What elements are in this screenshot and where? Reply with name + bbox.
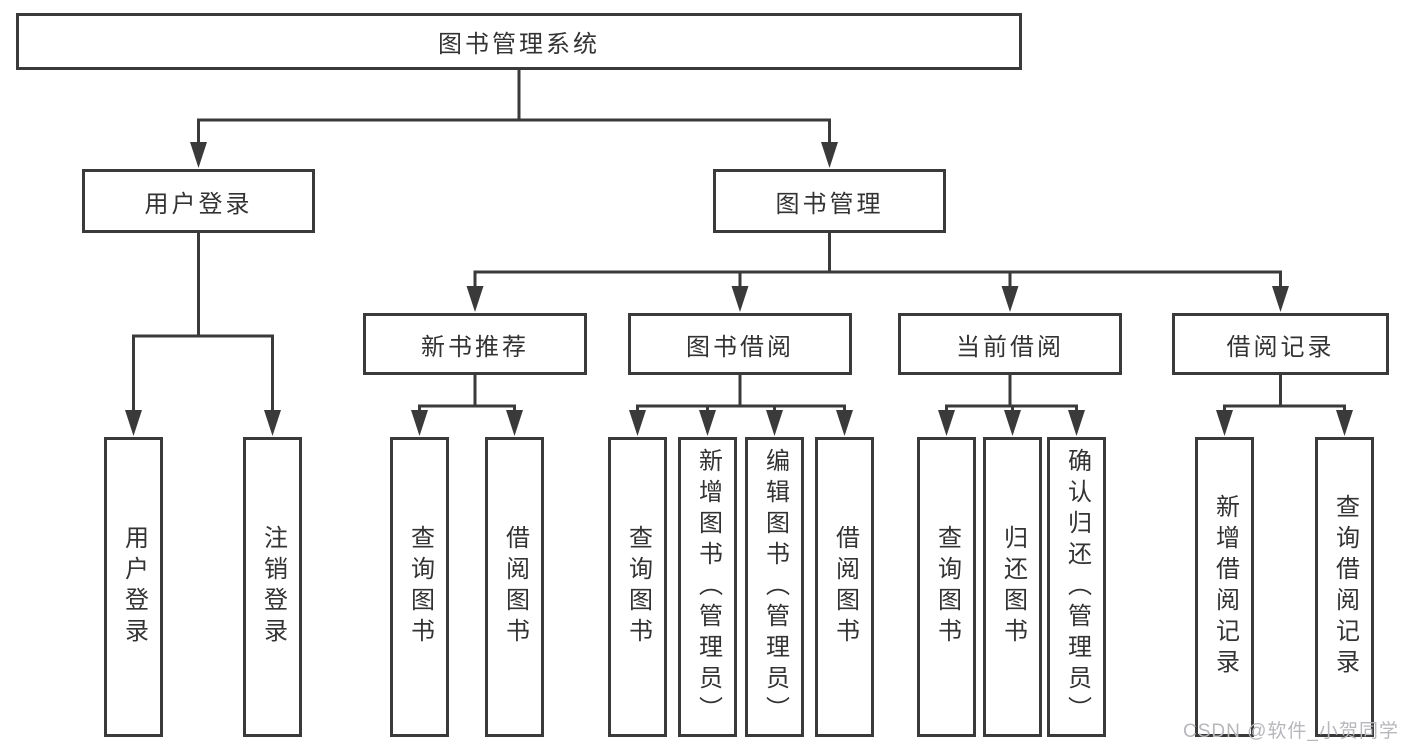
- node-current-borrow: 当前借阅: [898, 313, 1122, 375]
- connector-book-borrow: [636, 375, 846, 418]
- node-book-borrow: 图书借阅: [628, 313, 852, 375]
- leaf-logout: 注销登录: [243, 437, 302, 737]
- leaf-current-confirm-return-admin: 确认归还（管理员）: [1047, 437, 1106, 737]
- leaf-current-return-books: 归还图书: [983, 437, 1042, 737]
- leaf-records-query-record: 查询借阅记录: [1315, 437, 1374, 737]
- leaf-borrow-edit-books-admin: 编辑图书（管理员）: [745, 437, 804, 737]
- node-root: 图书管理系统: [16, 13, 1022, 70]
- connector-new-book-recommend: [418, 375, 516, 418]
- node-book-management: 图书管理: [713, 169, 946, 233]
- connector-root: [197, 70, 831, 150]
- leaf-records-add-record: 新增借阅记录: [1195, 437, 1254, 737]
- connector-book-management: [473, 233, 1282, 294]
- leaf-borrow-query-books: 查询图书: [608, 437, 667, 737]
- csdn-watermark: CSDN @软件_小贺同学: [1183, 721, 1399, 742]
- leaf-borrow-borrow-books: 借阅图书: [815, 437, 874, 737]
- leaf-user-login: 用户登录: [104, 437, 163, 737]
- leaf-newbooks-borrow-books: 借阅图书: [485, 437, 544, 737]
- connector-borrow-records: [1223, 375, 1346, 418]
- connector-user-login: [132, 233, 274, 418]
- arrowheads: [125, 142, 1353, 436]
- node-borrow-records: 借阅记录: [1172, 313, 1389, 375]
- leaf-current-query-books: 查询图书: [917, 437, 976, 737]
- leaf-newbooks-query-books: 查询图书: [390, 437, 449, 737]
- node-user-login: 用户登录: [82, 169, 315, 233]
- node-new-book-recommend: 新书推荐: [363, 313, 587, 375]
- leaf-borrow-add-books-admin: 新增图书（管理员）: [678, 437, 737, 737]
